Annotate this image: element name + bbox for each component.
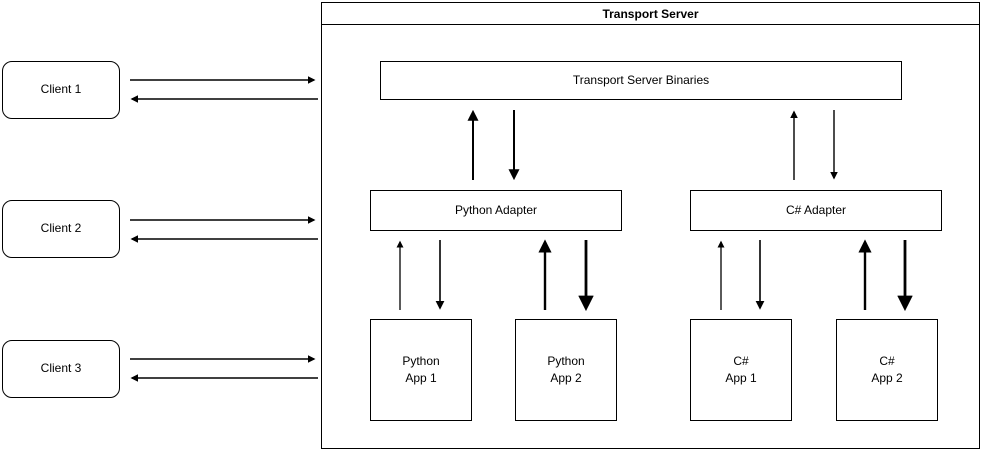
csharp-app-2-label-line2: App 2 (871, 371, 903, 385)
transport-server-binaries-node: Transport Server Binaries (380, 61, 902, 100)
python-app-1-node: Python App 1 (370, 319, 472, 421)
client-3-node: Client 3 (2, 340, 120, 398)
csharp-adapter-node: C# Adapter (690, 190, 942, 231)
csharp-app-1-label-line2: App 1 (725, 371, 757, 385)
python-app-1-label-line2: App 1 (405, 371, 437, 385)
csharp-app-2-node: C# App 2 (836, 319, 938, 421)
python-adapter-label: Python Adapter (454, 202, 538, 217)
csharp-app-1-label-line1: C# (733, 353, 749, 368)
transport-server-header: Transport Server (322, 3, 979, 25)
python-app-2-label-line2: App 2 (550, 371, 582, 385)
transport-server-title: Transport Server (602, 6, 699, 21)
csharp-adapter-label: C# Adapter (785, 202, 847, 217)
python-adapter-node: Python Adapter (370, 190, 622, 231)
client-1-node: Client 1 (2, 61, 120, 119)
client-3-label: Client 3 (40, 361, 82, 376)
transport-server-binaries-label: Transport Server Binaries (572, 72, 710, 87)
csharp-app-1-node: C# App 1 (690, 319, 792, 421)
python-app-1-label-line1: Python (402, 353, 440, 368)
python-app-2-label-line1: Python (547, 353, 585, 368)
client-1-label: Client 1 (40, 82, 82, 97)
client-2-node: Client 2 (2, 200, 120, 258)
client-2-label: Client 2 (40, 221, 82, 236)
transport-server-container: Transport Server (321, 2, 980, 449)
csharp-app-2-label-line1: C# (879, 353, 895, 368)
python-app-2-node: Python App 2 (515, 319, 617, 421)
